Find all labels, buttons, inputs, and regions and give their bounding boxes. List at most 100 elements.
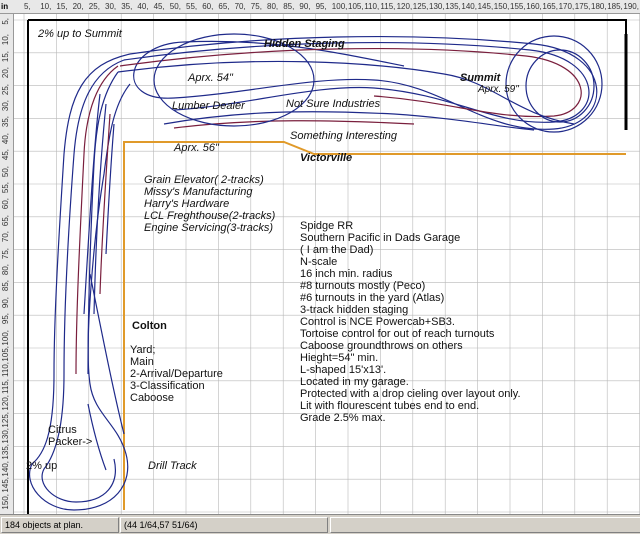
ruler-tick: 125, — [412, 2, 429, 11]
left-ruler: 5,10,15,20,25,30,35,40,45,50,55,60,65,70… — [0, 14, 14, 514]
ruler-tick: 85, — [1, 280, 10, 292]
ruler-tick: 10, — [40, 2, 52, 11]
room-walls — [27, 19, 628, 514]
industry-item: Grain Elevator( 2-tracks) — [144, 174, 264, 186]
ruler-tick: 120, — [396, 2, 413, 11]
colton-yard-list: Yard; Main 2-Arrival/Departure 3-Classif… — [130, 344, 223, 404]
ruler-tick: 50, — [1, 165, 10, 177]
ruler-tick: 35, — [1, 116, 10, 128]
layout-notes: Spidge RR Southern Pacific in Dads Garag… — [300, 220, 521, 424]
ruler-tick: 145, — [477, 2, 494, 11]
ruler-tick: 185, — [607, 2, 623, 11]
note-line: ( I am the Dad) — [300, 244, 374, 256]
ruler-tick: 155, — [510, 2, 526, 11]
note-line: 3-track hidden staging — [300, 304, 409, 316]
ruler-tick: 140, — [1, 460, 10, 477]
ruler-tick: 60, — [202, 2, 214, 11]
ruler-tick: 80, — [267, 2, 279, 11]
ruler-tick: 30, — [1, 100, 10, 112]
ruler-tick: 65, — [1, 214, 10, 226]
benchwork-fascia-line — [123, 141, 626, 510]
ruler-tick: 140, — [461, 2, 477, 11]
ruler-tick: 5, — [1, 18, 10, 25]
ruler-unit: in — [1, 2, 9, 11]
ruler-tick: 10, — [1, 34, 10, 46]
ruler-tick: 105, — [1, 346, 10, 362]
ruler-tick: 35, — [121, 2, 133, 11]
ruler-tick: 115, — [1, 378, 10, 394]
ruler-tick: 20, — [72, 2, 84, 11]
industry-item: Engine Servicing(3-tracks) — [144, 222, 273, 234]
ruler-tick: 95, — [315, 2, 327, 11]
ruler-tick: 5, — [24, 2, 31, 11]
ruler-tick: 40, — [137, 2, 149, 11]
status-cursor-coords: (44 1/64,57 51/64) — [120, 517, 328, 533]
status-object-count: 184 objects at plan. — [1, 517, 119, 533]
ruler-tick: 100, — [1, 329, 10, 346]
industry-item: Harry's Hardware — [144, 198, 230, 210]
ruler-tick: 160, — [526, 2, 542, 11]
layout-plan-canvas[interactable]: 2% up to Summit Hidden Staging Summit Ap… — [14, 14, 640, 514]
ruler-tick: 50, — [169, 2, 181, 11]
ruler-tick: 125, — [1, 411, 10, 428]
ruler-tick: 15, — [1, 50, 10, 62]
ruler-tick: 165, — [542, 2, 558, 11]
yard-item: Yard; — [130, 344, 156, 356]
track-lines — [29, 33, 603, 511]
note-line: Tortoise control for out of reach turnou… — [300, 328, 495, 340]
ruler-tick: 150, — [493, 2, 510, 11]
ruler-tick: 90, — [1, 296, 10, 308]
ruler-tick: 85, — [283, 2, 295, 11]
label-colton: Colton — [132, 320, 167, 332]
label-aprx-54: Aprx. 54" — [188, 72, 233, 84]
ruler-tick: 190, — [623, 2, 639, 11]
ruler-tick: 60, — [1, 198, 10, 210]
note-line: Spidge RR — [300, 220, 354, 232]
note-line: Southern Pacific in Dads Garage — [300, 232, 461, 244]
yard-item: Caboose — [130, 392, 175, 404]
yard-item: 2-Arrival/Departure — [130, 368, 223, 380]
ruler-tick: 55, — [186, 2, 198, 11]
ruler-tick: 130, — [1, 428, 10, 444]
ruler-tick: 120, — [1, 395, 10, 411]
note-line: L-shaped 15'x13'. — [300, 364, 387, 376]
label-not-sure-industries: Not Sure Industries — [286, 98, 381, 110]
ruler-tick: 150, — [1, 493, 10, 510]
ruler-tick: 75, — [250, 2, 262, 11]
note-line: N-scale — [300, 256, 338, 268]
label-aprx-59: Aprx. 59" — [478, 84, 519, 95]
ruler-tick: 45, — [1, 149, 10, 161]
status-bar: 184 objects at plan. (44 1/64,57 51/64) — [0, 514, 640, 534]
industry-item: LCL Freghthouse(2-tracks) — [144, 210, 276, 222]
ruler-tick: 30, — [105, 2, 117, 11]
ruler-tick: 135, — [445, 2, 461, 11]
ruler-tick: 55, — [1, 182, 10, 194]
label-victorville: Victorville — [300, 152, 353, 164]
ruler-tick: 175, — [574, 2, 591, 11]
top-ruler: in 5,10,15,20,25,30,35,40,45,50,55,60,65… — [0, 0, 640, 14]
yard-item: 3-Classification — [130, 380, 205, 392]
ruler-tick: 115, — [380, 2, 396, 11]
ruler-tick: 100, — [331, 2, 348, 11]
industry-item: Missy's Manufacturing — [144, 186, 253, 198]
label-summit: Summit — [460, 72, 501, 84]
status-empty-panel — [330, 517, 640, 533]
label-hidden-staging: Hidden Staging — [264, 38, 345, 50]
note-line: 16 inch min. radius — [300, 268, 393, 280]
ruler-tick: 170, — [558, 2, 575, 11]
ruler-tick: 70, — [234, 2, 246, 11]
ruler-tick: 40, — [1, 132, 10, 144]
label-drill-track: Drill Track — [148, 460, 197, 472]
ruler-tick: 15, — [56, 2, 68, 11]
ruler-tick: 90, — [299, 2, 311, 11]
ruler-tick: 105, — [348, 2, 364, 11]
ruler-tick: 145, — [1, 477, 10, 493]
ruler-tick: 45, — [153, 2, 165, 11]
ruler-tick: 25, — [1, 83, 10, 95]
note-line: Protected with a drop cieling over layou… — [300, 388, 521, 400]
ruler-tick: 135, — [1, 444, 10, 460]
yard-item: Main — [130, 356, 154, 368]
ruler-tick: 65, — [218, 2, 230, 11]
ruler-tick: 180, — [591, 2, 607, 11]
note-line: Control is NCE Powercab+SB3. — [300, 316, 455, 328]
